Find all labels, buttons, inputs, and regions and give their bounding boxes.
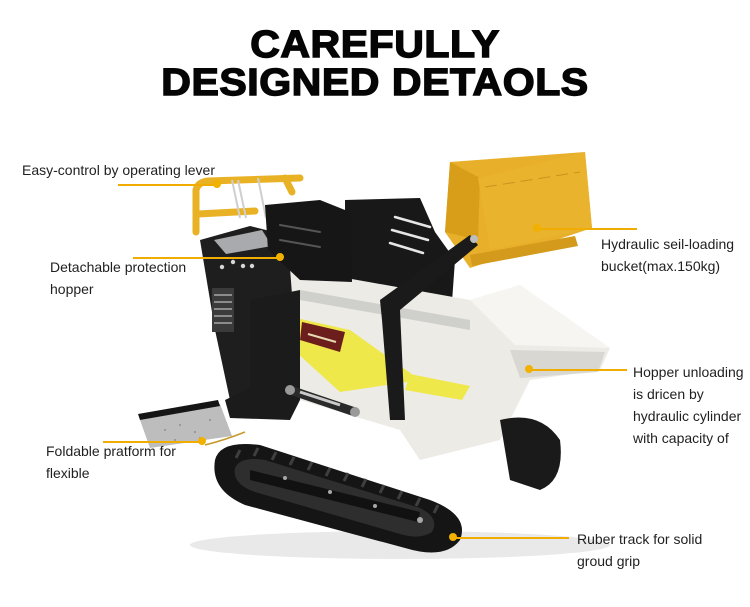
label-foldable-platform: Foldable pratform for flexible xyxy=(46,440,176,484)
page-title: CAREFULLY DESIGNED DETAOLS xyxy=(0,24,750,104)
label-line: flexible xyxy=(46,465,90,481)
label-protection-hopper: Detachable protection hopper xyxy=(50,256,186,300)
label-operating-lever: Easy-control by operating lever xyxy=(22,159,215,181)
rubber-track xyxy=(214,417,561,553)
leader-line-protection xyxy=(133,257,280,259)
label-hopper-unloading: Hopper unloading is dricen by hydraulic … xyxy=(633,361,744,449)
label-line: Foldable pratform for xyxy=(46,443,176,459)
marker-dot-hopper xyxy=(525,365,533,373)
marker-dot-platform xyxy=(198,437,206,445)
title-line-2: DESIGNED DETAOLS xyxy=(161,62,589,104)
marker-dot-lever xyxy=(213,180,221,188)
marker-dot-protection xyxy=(276,253,284,261)
label-line: bucket(max.150kg) xyxy=(601,258,721,274)
label-line: Detachable protection xyxy=(50,259,187,275)
label-line: hydraulic cylinder xyxy=(633,408,742,424)
label-line: is dricen by xyxy=(633,386,704,402)
label-line: groud grip xyxy=(577,553,641,569)
label-loading-bucket: Hydraulic seil-loading bucket(max.150kg) xyxy=(601,233,734,277)
label-line: with capacity of xyxy=(633,430,729,446)
marker-dot-track xyxy=(449,533,457,541)
leader-line-lever xyxy=(118,184,217,186)
label-line: Ruber track for solid xyxy=(577,531,703,547)
label-rubber-track: Ruber track for solid groud grip xyxy=(577,528,702,572)
title-line-1: CAREFULLY xyxy=(249,24,500,66)
label-line: Easy-control by operating lever xyxy=(22,162,215,178)
leader-line-track xyxy=(453,537,569,539)
label-line: hopper xyxy=(50,281,94,297)
label-line: Hopper unloading xyxy=(633,364,744,380)
leader-line-hopper xyxy=(529,369,627,371)
leader-line-platform xyxy=(103,441,202,443)
marker-dot-bucket xyxy=(533,224,541,232)
leader-line-bucket xyxy=(537,228,637,230)
label-line: Hydraulic seil-loading xyxy=(601,236,735,252)
